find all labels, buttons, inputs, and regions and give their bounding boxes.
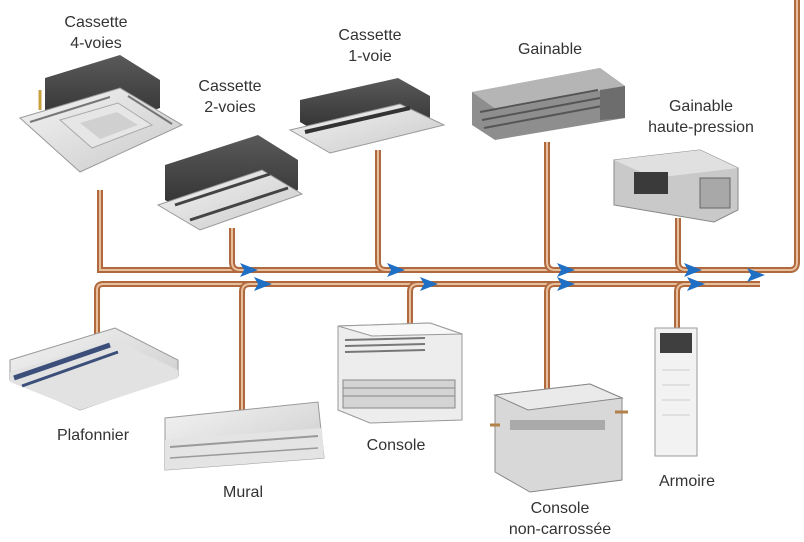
gainable-unit xyxy=(472,68,625,140)
flow-arrow xyxy=(420,277,438,291)
pipe-console-branch xyxy=(407,281,419,325)
armoire-unit xyxy=(654,327,698,457)
label-line: Console xyxy=(366,437,426,454)
refrigerant-pipes xyxy=(94,0,800,420)
label-mural: Mural xyxy=(198,482,288,503)
console-unit xyxy=(337,322,463,424)
label-line: 2-voies xyxy=(204,99,256,116)
label-line: haute-pression xyxy=(648,119,754,136)
pipe-armoire-branch xyxy=(674,281,686,328)
pipe-supply-main xyxy=(97,0,800,273)
label-gainable: Gainable xyxy=(500,39,600,60)
flow-arrow xyxy=(747,268,765,282)
label-cassette-4-voies: Cassette 4-voies xyxy=(48,12,144,54)
flow-arrow xyxy=(240,263,258,277)
pipe-return-main xyxy=(94,281,760,390)
cassette-1-voie-unit xyxy=(288,78,446,154)
label-console-non-carrossee: Console non-carrossée xyxy=(490,498,630,540)
pipe-mural-branch xyxy=(239,281,251,420)
label-line: Cassette xyxy=(198,78,262,95)
label-line: 1-voie xyxy=(348,48,392,65)
label-cassette-1-voie: Cassette 1-voie xyxy=(322,25,418,67)
label-line: Mural xyxy=(222,484,263,501)
label-line: Cassette xyxy=(338,27,402,44)
pipe-console-nc-branch xyxy=(544,281,556,392)
label-line: Cassette xyxy=(64,14,128,31)
flow-arrow xyxy=(387,263,405,277)
label-plafonnier: Plafonnier xyxy=(38,425,148,446)
console-non-carrossee-unit xyxy=(490,383,628,493)
label-armoire: Armoire xyxy=(642,471,732,492)
label-console: Console xyxy=(348,435,444,456)
pipe-cassette-2-branch xyxy=(229,228,241,273)
label-line: Plafonnier xyxy=(56,427,130,444)
flow-arrow xyxy=(687,277,705,291)
flow-arrow xyxy=(557,263,575,277)
pipe-cassette-1-branch xyxy=(375,150,387,273)
pipe-gainable-branch xyxy=(544,142,556,273)
flow-arrow xyxy=(557,277,575,291)
mural-unit xyxy=(164,401,325,471)
cassette-2-voies-unit xyxy=(156,135,304,231)
plafonnier-unit xyxy=(9,327,179,411)
cassette-4-voies-unit xyxy=(19,55,184,173)
label-cassette-2-voies: Cassette 2-voies xyxy=(182,76,278,118)
flow-arrow xyxy=(254,277,272,291)
label-line: Gainable xyxy=(668,98,734,115)
pipe-gainable-hp-branch xyxy=(675,218,687,273)
flow-arrows xyxy=(240,263,765,291)
label-line: Gainable xyxy=(517,41,583,58)
label-line: non-carrossée xyxy=(508,521,612,538)
label-line: Console xyxy=(530,500,590,517)
gainable-haute-pression-unit xyxy=(613,149,739,223)
label-line: Armoire xyxy=(658,473,715,490)
label-gainable-haute-pression: Gainable haute-pression xyxy=(628,96,774,138)
flow-arrow xyxy=(684,263,702,277)
label-line: 4-voies xyxy=(70,35,122,52)
